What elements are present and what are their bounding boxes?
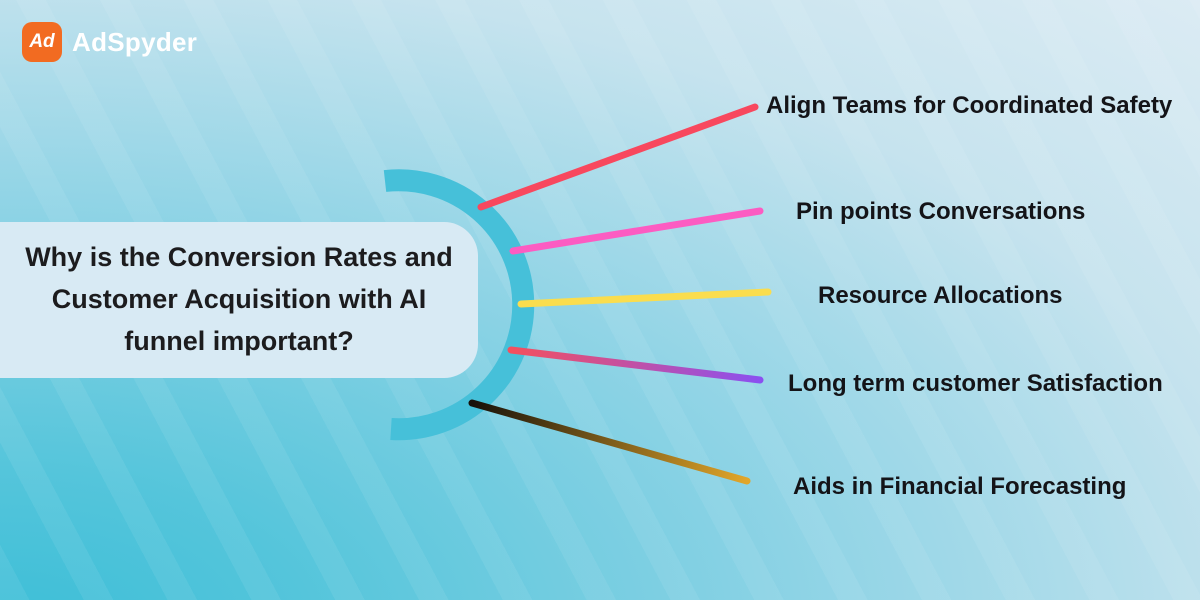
connector-line-4 bbox=[507, 346, 764, 384]
question-text: Why is the Conversion Rates and Customer… bbox=[25, 242, 453, 356]
brand-logo-icon-text: Ad bbox=[29, 31, 55, 52]
diagram-label-5: Aids in Financial Forecasting bbox=[793, 473, 1127, 500]
diagram-label-4: Long term customer Satisfaction bbox=[788, 370, 1163, 397]
connector-line-3 bbox=[517, 288, 772, 308]
diagram-label-2: Pin points Conversations bbox=[796, 198, 1086, 225]
connector-line-5 bbox=[468, 399, 751, 485]
brand-logo-icon: Ad bbox=[22, 22, 62, 62]
connector-line-1 bbox=[477, 103, 759, 211]
brand-name: AdSpyder bbox=[72, 26, 198, 57]
question-box: Why is the Conversion Rates and Customer… bbox=[0, 222, 478, 378]
diagram-label-1: Align Teams for Coordinated Safety bbox=[766, 92, 1173, 119]
diagram-label-3: Resource Allocations bbox=[818, 282, 1063, 309]
connector-line-2 bbox=[509, 207, 764, 255]
brand-logo: Ad AdSpyder bbox=[22, 22, 197, 62]
